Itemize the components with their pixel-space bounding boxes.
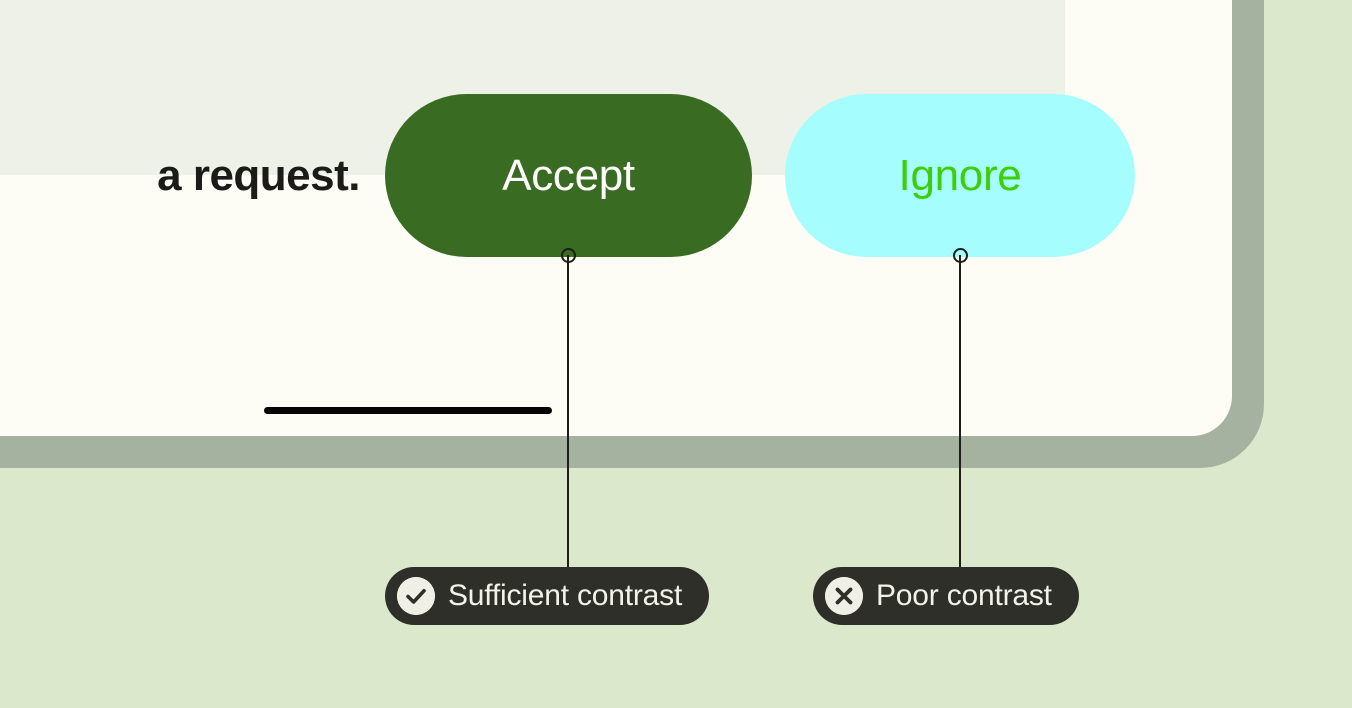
annotation-label-sufficient-contrast: Sufficient contrast	[448, 579, 683, 612]
annotation-badge-poor-contrast: Poor contrast	[813, 567, 1079, 625]
content-placeholder-bar	[264, 407, 552, 414]
callout-line-accept	[567, 255, 569, 568]
notification-message: a request.	[157, 151, 360, 200]
accept-button[interactable]: Accept	[385, 94, 752, 257]
callout-anchor-ignore	[953, 248, 968, 263]
callout-anchor-accept	[561, 248, 576, 263]
annotation-badge-sufficient-contrast: Sufficient contrast	[385, 567, 710, 625]
check-circle-icon	[397, 577, 435, 615]
annotation-label-poor-contrast: Poor contrast	[876, 579, 1052, 612]
callout-line-ignore	[959, 255, 961, 568]
ignore-button[interactable]: Ignore	[785, 94, 1135, 257]
x-circle-icon	[825, 577, 863, 615]
